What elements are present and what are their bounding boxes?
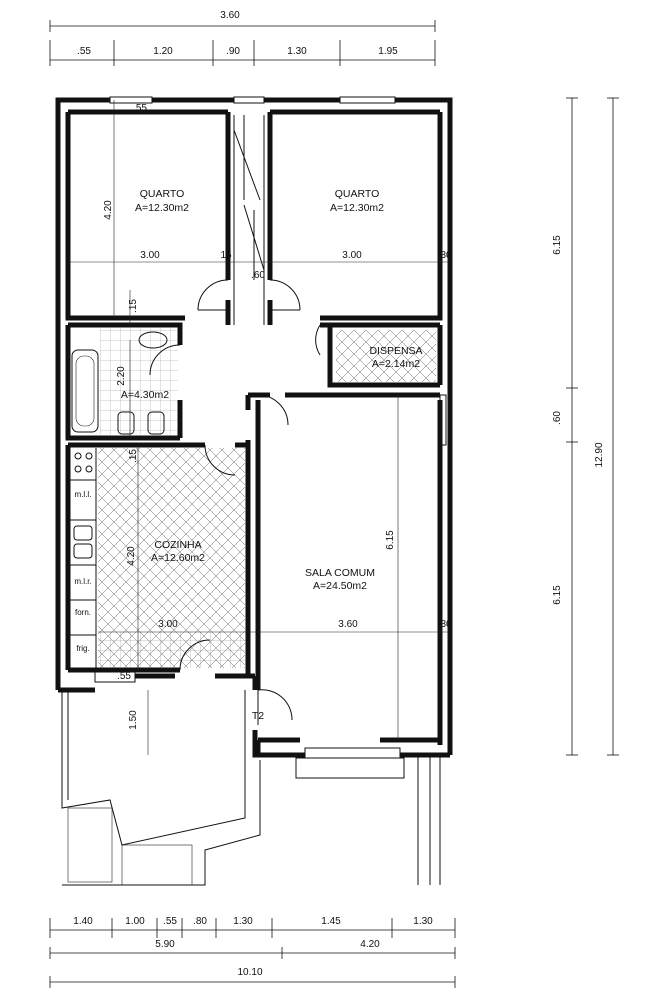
interior-dimensions: .55 4.20 3.00 15 3.00 30 .60 .15 2.20 .1…	[103, 103, 452, 730]
room-cozinha-area: A=12.60m2	[151, 552, 205, 564]
dim-sala-width: 3.60	[338, 619, 358, 630]
right-dim-outer: 12.90	[594, 442, 605, 467]
interior-walls	[65, 109, 443, 755]
dim-bath-height: 2.20	[116, 366, 127, 386]
bottom-dimensions: 1.40 1.00 .55 .80 1.30 1.45 1.30 5.90 4.…	[49, 916, 456, 988]
right-dim-3: 6.15	[552, 585, 563, 605]
top-seg-2: 1.20	[153, 46, 173, 57]
room-quarto-1-name: QUARTO	[140, 188, 185, 200]
bottom-seg-4: .80	[193, 916, 207, 927]
right-dimensions: 6.15 .60 6.15 12.90	[552, 97, 619, 756]
kitchen-unit-3: forn.	[75, 608, 91, 617]
top-seg-3: .90	[226, 46, 240, 57]
dim-closet-width: .60	[251, 270, 265, 281]
dim-kitchen-height: 4.20	[126, 546, 137, 566]
bottom-seg-3: .55	[163, 916, 177, 927]
dim-quarto-height: 4.20	[103, 200, 114, 220]
room-quarto-2-area: A=12.30m2	[330, 202, 384, 214]
dim-terrace-depth: 1.50	[128, 710, 139, 730]
dim-kitchen-wall: .15	[128, 449, 139, 463]
dim-bath-wall: .15	[128, 299, 139, 313]
bottom-row2-2: 4.20	[360, 939, 380, 950]
floor-patterns	[98, 328, 436, 668]
bottom-seg-5: 1.30	[233, 916, 253, 927]
dim-window-top: .55	[133, 103, 147, 114]
right-dim-1: 6.15	[552, 235, 563, 255]
terrace	[61, 690, 441, 886]
room-sala-area: A=24.50m2	[313, 580, 367, 592]
dim-wall-30-mid: 30	[440, 619, 452, 630]
top-seg-5: 1.95	[378, 46, 398, 57]
bottom-row2-1: 5.90	[155, 939, 175, 950]
room-quarto-2-name: QUARTO	[335, 188, 380, 200]
room-cozinha-name: COZINHA	[154, 539, 201, 551]
top-seg-1: .55	[77, 46, 91, 57]
dim-quarto2-width: 3.00	[342, 250, 362, 261]
right-dim-2: .60	[552, 411, 563, 425]
top-seg-4: 1.30	[287, 46, 307, 57]
room-wc-area: A=4.30m2	[121, 389, 169, 401]
kitchen-unit-1: m.l.l.	[75, 490, 92, 499]
bath-fixtures	[71, 331, 168, 435]
top-overall-dim: 3.60	[220, 10, 240, 21]
dim-window-bottom: .55	[117, 671, 131, 682]
bottom-seg-2: 1.00	[125, 916, 145, 927]
room-dispensa-name: DISPENSA	[369, 345, 422, 357]
interior-dimension-lines	[68, 100, 450, 755]
dim-wall-30-top: 30	[440, 250, 452, 261]
room-sala-name: SALA COMUM	[305, 567, 375, 579]
room-dispensa-area: A=2.14m2	[372, 358, 420, 370]
bottom-seg-6: 1.45	[321, 916, 341, 927]
dim-wall-15: 15	[220, 250, 232, 261]
kitchen-unit-2: m.l.r.	[74, 577, 91, 586]
bottom-seg-7: 1.30	[413, 916, 433, 927]
room-quarto-1-area: A=12.30m2	[135, 202, 189, 214]
dim-kitchen-width: 3.00	[158, 619, 178, 630]
door-t2-label: T2	[252, 710, 264, 722]
kitchen-unit-4: frig.	[76, 644, 89, 653]
bottom-seg-1: 1.40	[73, 916, 93, 927]
doors	[149, 279, 321, 725]
dim-sala-height: 6.15	[385, 530, 396, 550]
room-labels: QUARTO A=12.30m2 QUARTO A=12.30m2 DISPEN…	[121, 188, 423, 592]
bottom-overall-dim: 10.10	[237, 967, 262, 978]
kitchen-units: m.l.l. m.l.r. forn. frig.	[70, 448, 97, 668]
dim-quarto1-width: 3.00	[140, 250, 160, 261]
top-dimensions: 3.60 .55 1.20 .90 1.30 1.95	[49, 10, 436, 66]
